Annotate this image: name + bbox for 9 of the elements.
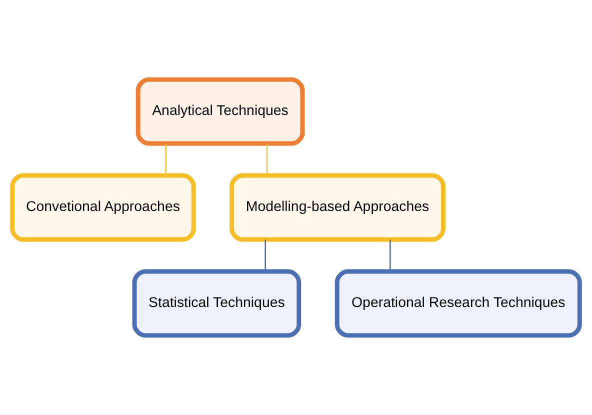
connector [390, 240, 391, 272]
node-box: Analytical Techniques [136, 77, 305, 146]
node-box: Statistical Techniques [132, 269, 302, 338]
connector [264, 240, 266, 272]
connector [266, 144, 268, 176]
node-box: Convetional Approaches [10, 173, 196, 242]
node-box: Operational Research Techniques [334, 269, 582, 338]
connector [165, 144, 166, 176]
node-box: Modelling-based Approaches [230, 173, 446, 242]
